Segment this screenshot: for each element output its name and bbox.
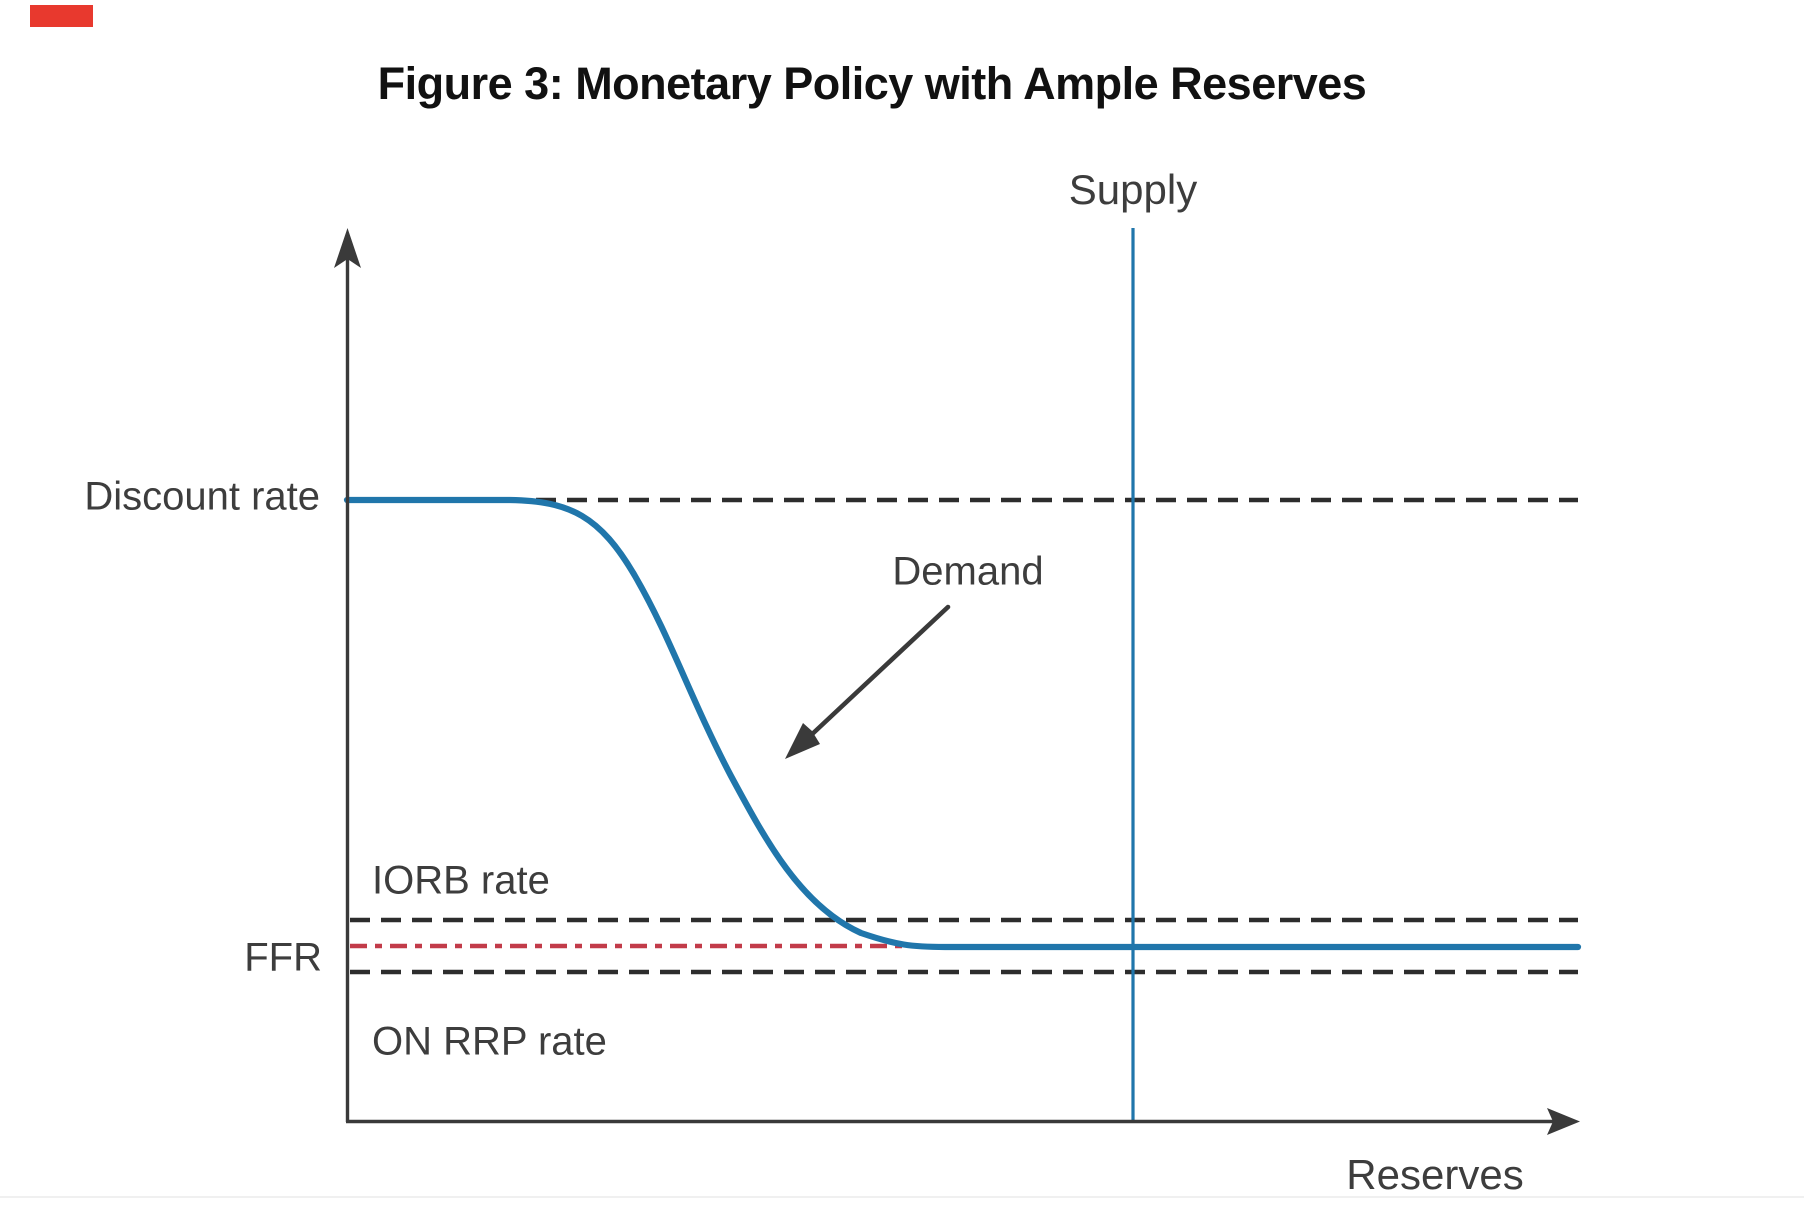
- demand-curve: [343, 496, 1582, 951]
- y-axis-arrowhead: [334, 228, 361, 268]
- demand-label: Demand: [892, 549, 1044, 594]
- x-axis-arrowhead: [1547, 1108, 1580, 1135]
- discount-rate-label: Discount rate: [84, 474, 320, 519]
- red-marker-rect: [30, 5, 93, 27]
- page-divider: [0, 1196, 1804, 1198]
- iorb-rate-label: IORB rate: [372, 858, 550, 903]
- x-axis-label: Reserves: [1346, 1151, 1524, 1198]
- supply-label: Supply: [1068, 166, 1198, 213]
- demand-annotation-arrow-shaft: [805, 604, 951, 741]
- ffr-label: FFR: [244, 935, 322, 980]
- figure-title: Figure 3: Monetary Policy with Ample Res…: [377, 58, 1367, 109]
- red-marker: [30, 5, 93, 27]
- demand-annotation-arrowhead: [785, 723, 820, 759]
- on-rrp-rate-label: ON RRP rate: [372, 1019, 607, 1064]
